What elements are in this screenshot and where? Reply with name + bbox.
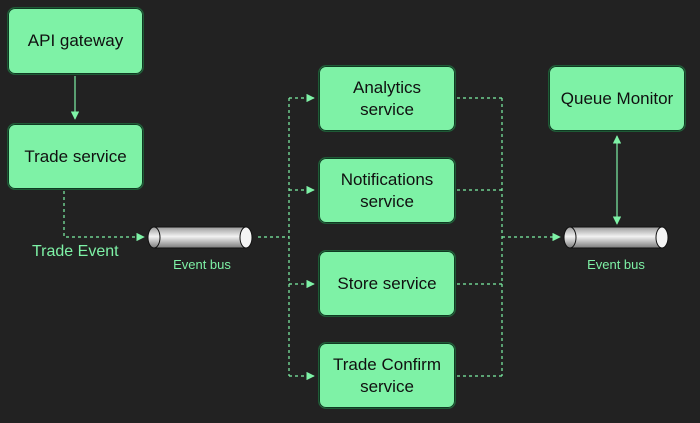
node-trade-confirm-line-1: Trade Confirm [332,354,441,374]
node-trade-confirm-line-2: service [360,376,414,396]
node-analytics-line-1: Analytics [352,77,422,97]
node-notifications-line-2: service [360,191,414,211]
node-store-service-label: Store service [337,273,437,293]
edge-trade-to-bus [63,191,145,242]
node-store-service: Store service [318,250,456,317]
node-notifications-service: Notifications service [318,157,456,224]
trade-event-label: Trade Event [32,243,119,260]
node-queue-monitor: Queue Monitor [548,65,686,132]
node-api-gateway-label: API gateway [27,31,124,50]
event-bus-left-label: Event bus [173,257,231,272]
node-trade-service-label: Trade service [24,146,127,166]
node-trade-confirm-service: Trade Confirm service [318,342,456,409]
event-bus-right [563,226,669,249]
node-analytics-service: Analytics service [318,65,456,132]
event-bus-right-label: Event bus [587,257,645,272]
event-bus-left [147,226,253,249]
node-notifications-line-1: Notifications [340,169,434,189]
node-queue-monitor-label: Queue Monitor [560,88,674,108]
node-trade-service: Trade service [7,123,144,190]
node-analytics-line-2: service [360,99,414,119]
node-api-gateway: API gateway [7,7,144,75]
